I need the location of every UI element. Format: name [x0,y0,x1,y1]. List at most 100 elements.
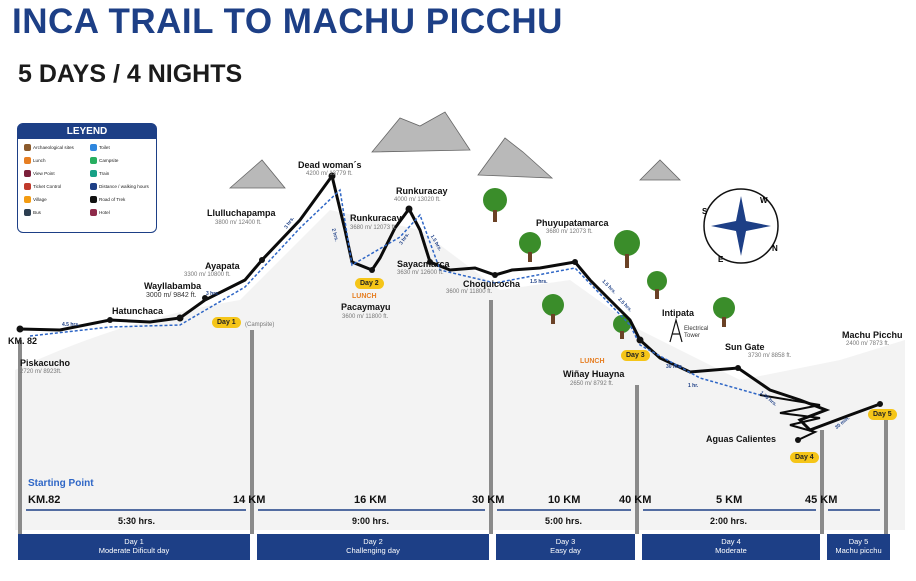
hours-label: 5:00 hrs. [545,516,583,526]
label-campsite: (Campsite) [245,322,275,328]
alt-choquicocha: 3600 m/ 11800 ft. [446,289,493,295]
ticket-control-icon [24,183,31,190]
terrain-shade [15,210,905,530]
village-icon [24,196,31,203]
day-badge: Day 5 [868,409,897,420]
legend-item: View Point [24,170,55,177]
legend-item: Distance / walking hours [90,183,149,190]
km-posts [18,300,888,534]
label-wayllabamba: Wayllabamba [144,281,202,291]
km-label: 10 KM [548,494,581,506]
hours-label: 5:30 hrs. [118,516,156,526]
legend-item: Campsite [90,157,118,164]
km-label: 16 KM [354,494,387,506]
page-title: INCA TRAIL TO MACHU PICCHU [12,2,563,41]
bus-icon [24,209,31,216]
day-badge: Day 3 [621,350,650,361]
label-sayacmarca: Sayacmarca [397,259,450,269]
legend-item: Road of Trek [90,196,125,203]
alt-machupicchu: 2400 m/ 7873 ft. [846,341,890,347]
day-bar: Day 4 Moderate [642,534,820,560]
duration-label: 3 hrs. [206,291,220,297]
electrical-tower-icon [669,317,683,343]
label-sungate: Sun Gate [725,342,765,352]
starting-point-label: Starting Point [28,478,94,489]
alt-piskacucho: 2720 m/ 8923ft. [20,369,62,375]
tree-icon [483,188,735,339]
waypoint-dots [16,172,883,443]
label-llulluchapampa: Llulluchapampa [207,208,276,218]
km-label: 14 KM [233,494,266,506]
km-label: KM.82 [28,494,61,506]
compass-e: E [718,255,724,264]
lunch-label-day2: LUNCH [352,293,377,300]
legend-item: Ticket Control [24,183,61,190]
toilet-icon [90,144,97,151]
page-subtitle: 5 DAYS / 4 NIGHTS [18,60,243,88]
hotel-icon [90,209,97,216]
legend-item: Toilet [90,144,110,151]
label-km82: KM. 82 [8,336,38,346]
label-phuyupatamarca: Phuyupatamarca [536,218,609,228]
lunch-label-day3: LUNCH [580,358,605,365]
km-label: 45 KM [805,494,838,506]
switchback-line [759,394,821,441]
compass-n: N [772,244,778,253]
alt-pacaymayu: 3600 m/ 11800 ft. [342,314,389,320]
duration-label: 4.5 hrs. [62,322,80,328]
archaeological-icon [24,144,31,151]
label-ayapata: Ayapata [205,261,240,271]
hours-label: 9:00 hrs. [352,516,390,526]
alt-sayacmarca: 3630 m/ 12600 ft. [397,270,444,276]
label-machupicchu: Machu Picchu [842,330,903,340]
alt-deadwoman: 4200 m/ 13779 ft. [306,171,353,177]
label-hatunchaca: Hatunchaca [112,306,164,316]
legend-item: Train [90,170,109,177]
alt-sungate: 3730 m/ 8858 ft. [748,353,792,359]
day-bar: Day 2 Challenging day [257,534,489,560]
viewpoint-icon [24,170,31,177]
alt-winay: 2650 m/ 8792 ft. [570,381,614,387]
duration-label: 1 hr. [688,383,699,389]
alt-phuyupatamarca: 3680 m/ 12073 ft. [546,229,593,235]
day-bar: Day 3 Easy day [496,534,635,560]
label-choquicocha: Choquicocha [463,279,521,289]
label-runkuracay-pass: Runkuracay [396,186,448,196]
day-badge: Day 2 [355,278,384,289]
alt-ayapata: 3300 m/ 10800 ft. [184,272,231,278]
km-label: 40 KM [619,494,652,506]
compass-s: S [702,207,708,216]
trail-line [19,172,881,432]
legend-item: Archaeological sites [24,144,74,151]
duration-label: 30 min. [666,364,684,370]
alt-llulluchapampa: 3800 m/ 12400 ft. [215,220,262,226]
day-bar: Day 1 Moderate Dificult day [18,534,250,560]
distance-icon [90,183,97,190]
alt-runkuracay-lower: 3680 m/ 12073 ft. [350,225,397,231]
campsite-icon [90,157,97,164]
day-badge: Day 4 [790,452,819,463]
legend-item: Lunch [24,157,46,164]
day-badge: Day 1 [212,317,241,328]
alt-wayllabamba: 3000 m/ 9842 ft. [146,292,197,299]
label-winay: Wiñay Huayna [563,369,625,379]
label-electrical-tower: Electrical Tower [684,326,709,339]
label-deadwoman: Dead woman´s [298,160,362,170]
label-intipata: Intipata [662,308,695,318]
road-icon [90,196,97,203]
label-piskacucho: Piskacucho [20,358,71,368]
legend-item: Hotel [90,209,110,216]
lunch-icon [24,157,31,164]
label-runkuracay-lower: Runkuracay [350,213,402,223]
duration-label: 1.5 hrs. [530,279,548,285]
day-bar: Day 5 Machu picchu [827,534,890,560]
legend-item: Bus [24,209,41,216]
alt-runkuracay-pass: 4000 m/ 13020 ft. [394,197,441,203]
compass-icon [703,188,779,264]
label-aguas: Aguas Calientes [706,434,777,444]
legend-title: LEYEND [18,124,156,139]
legend-item: Village [24,196,47,203]
km-label: 30 KM [472,494,505,506]
label-pacaymayu: Pacaymayu [341,302,391,312]
